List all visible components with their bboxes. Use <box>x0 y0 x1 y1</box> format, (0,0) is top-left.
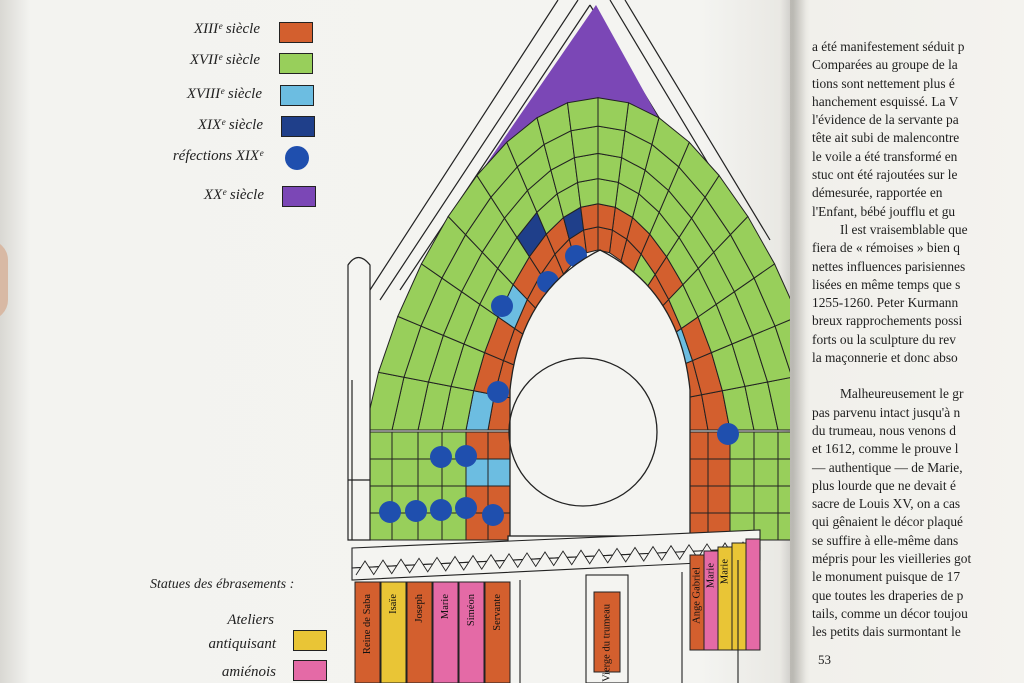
text-line: le voile a été transformé en <box>812 148 958 164</box>
legend-dot-refections <box>285 146 309 170</box>
statue-right-2: Marie <box>717 546 733 651</box>
statues-swatch-antiquisant <box>293 630 327 651</box>
text-line: fiera de « rémoises » bien q <box>812 240 960 256</box>
statues-title: Statues des ébrasements : <box>150 577 295 592</box>
restoration-dots <box>379 245 739 526</box>
statue-left-2: Joseph <box>406 581 433 683</box>
text-line: se suffire à elle-même dans <box>812 532 959 548</box>
text-line: sacre de Louis XV, on a cas <box>812 496 961 512</box>
body-text: a été manifestement séduit p Comparées au… <box>812 38 1024 642</box>
text-line: hanchement esquissé. La V <box>812 93 959 109</box>
statues-label-amienois: amiénois <box>221 664 276 680</box>
statue-label: Marie <box>719 559 730 584</box>
text-line: breux rapprochements possi <box>812 313 963 329</box>
statue-label: Marie <box>705 563 716 588</box>
statue-left-0: Reine de Saba <box>354 581 381 683</box>
statue-label: Servante <box>492 594 503 631</box>
text-line: lisées en même temps que s <box>812 276 961 292</box>
legend-label-xix: XIXᵉ siècle <box>197 117 263 133</box>
text-line: démesurée, rapportée en <box>812 185 943 201</box>
text-line: que toutes les draperies de p <box>812 587 964 603</box>
statue-left-1: Isaïe <box>380 581 407 683</box>
legend-label-xx: XXᵉ siècle <box>203 187 264 203</box>
dentil-row <box>355 541 753 576</box>
text-line: et 1612, comme le prouve l <box>812 441 959 457</box>
statue-left-4: Siméon <box>458 581 485 683</box>
paragraph-3: Malheureusement le gr pas parvenu intact … <box>812 385 1024 641</box>
statues-label-antiquisant: antiquisant <box>208 636 276 652</box>
text-line: la maçonnerie et donc abso <box>812 350 958 366</box>
statue-left-3: Marie <box>432 581 459 683</box>
text-line: qui gênaient le décor plaqué <box>812 514 963 530</box>
legend-label-xviii: XVIIIᵉ siècle <box>186 86 262 102</box>
statue-right-1: Marie <box>703 550 719 651</box>
text-line: pas parvenu intact jusqu'à n <box>812 404 961 420</box>
text-line: a été manifestement séduit p <box>812 39 965 54</box>
text-line: mépris pour les vieilleries got <box>812 551 972 567</box>
trumeau-statue: Vierge du trumeau <box>593 591 621 682</box>
text-line: forts ou la sculpture du rev <box>812 331 956 347</box>
thumb-holding-page <box>0 240 8 320</box>
text-line: tête ait subi de malencontre <box>812 130 960 146</box>
text-line: l'Enfant, bébé joufflu et gu <box>812 203 956 219</box>
text-line: Comparées au groupe de la <box>812 57 958 73</box>
legend-label-xvii: XVIIᵉ siècle <box>189 52 260 68</box>
right-page <box>790 0 1024 683</box>
legend-label-refections: réfections XIXᵉ <box>172 148 263 164</box>
text-line: nettes influences parisiennes <box>812 258 966 274</box>
statues-swatch-amienois <box>293 660 327 681</box>
text-line: du trumeau, nous venons d <box>812 422 956 438</box>
ateliers-label: Ateliers <box>227 612 274 628</box>
statue-right-4 <box>745 538 761 651</box>
legend-swatch-xiii <box>279 22 313 43</box>
text-line: le monument puisque de 17 <box>812 569 961 585</box>
text-line: Il est vraisemblable que <box>840 221 968 237</box>
text-line: plus lourde que ne devait é <box>812 477 956 493</box>
trumeau-label: Vierge du trumeau <box>601 603 612 682</box>
statue-right-3 <box>731 542 747 651</box>
legend-swatch-xx <box>282 186 316 207</box>
statue-right-0: Ange Gabriel <box>689 554 705 651</box>
text-line: Malheureusement le gr <box>840 386 964 402</box>
page-number: 53 <box>818 652 831 667</box>
statue-left-5: Servante <box>484 581 511 683</box>
text-line: tions sont nettement plus é <box>812 75 955 91</box>
text-line: tails, comme un décor toujou <box>812 605 968 621</box>
text-line: — authentique — de Marie, <box>812 459 963 475</box>
statue-label: Isaïe <box>388 594 399 614</box>
legend-swatch-xix <box>281 116 315 137</box>
statue-label: Marie <box>440 594 451 619</box>
statue-label: Reine de Saba <box>362 594 373 654</box>
text-line: l'évidence de la servante pa <box>812 112 959 128</box>
legend-swatch-xviii <box>280 85 314 106</box>
legend-label-xiii: XIIIᵉ siècle <box>194 21 260 37</box>
text-line: stuc ont été rajoutées sur le <box>812 167 958 183</box>
text-line: les petits dais surmontant le <box>812 624 961 640</box>
text-line: 1255-1260. Peter Kurmann <box>812 295 959 311</box>
left-pinnacle <box>347 256 371 541</box>
paragraph-2: Il est vraisemblable que fiera de « rémoi… <box>812 221 1024 367</box>
legend-swatch-xvii <box>279 53 313 74</box>
statue-label: Ange Gabriel <box>691 567 702 624</box>
paragraph-1: a été manifestement séduit p Comparées au… <box>812 38 1024 221</box>
statue-label: Joseph <box>414 593 425 622</box>
statue-label: Siméon <box>466 593 477 626</box>
